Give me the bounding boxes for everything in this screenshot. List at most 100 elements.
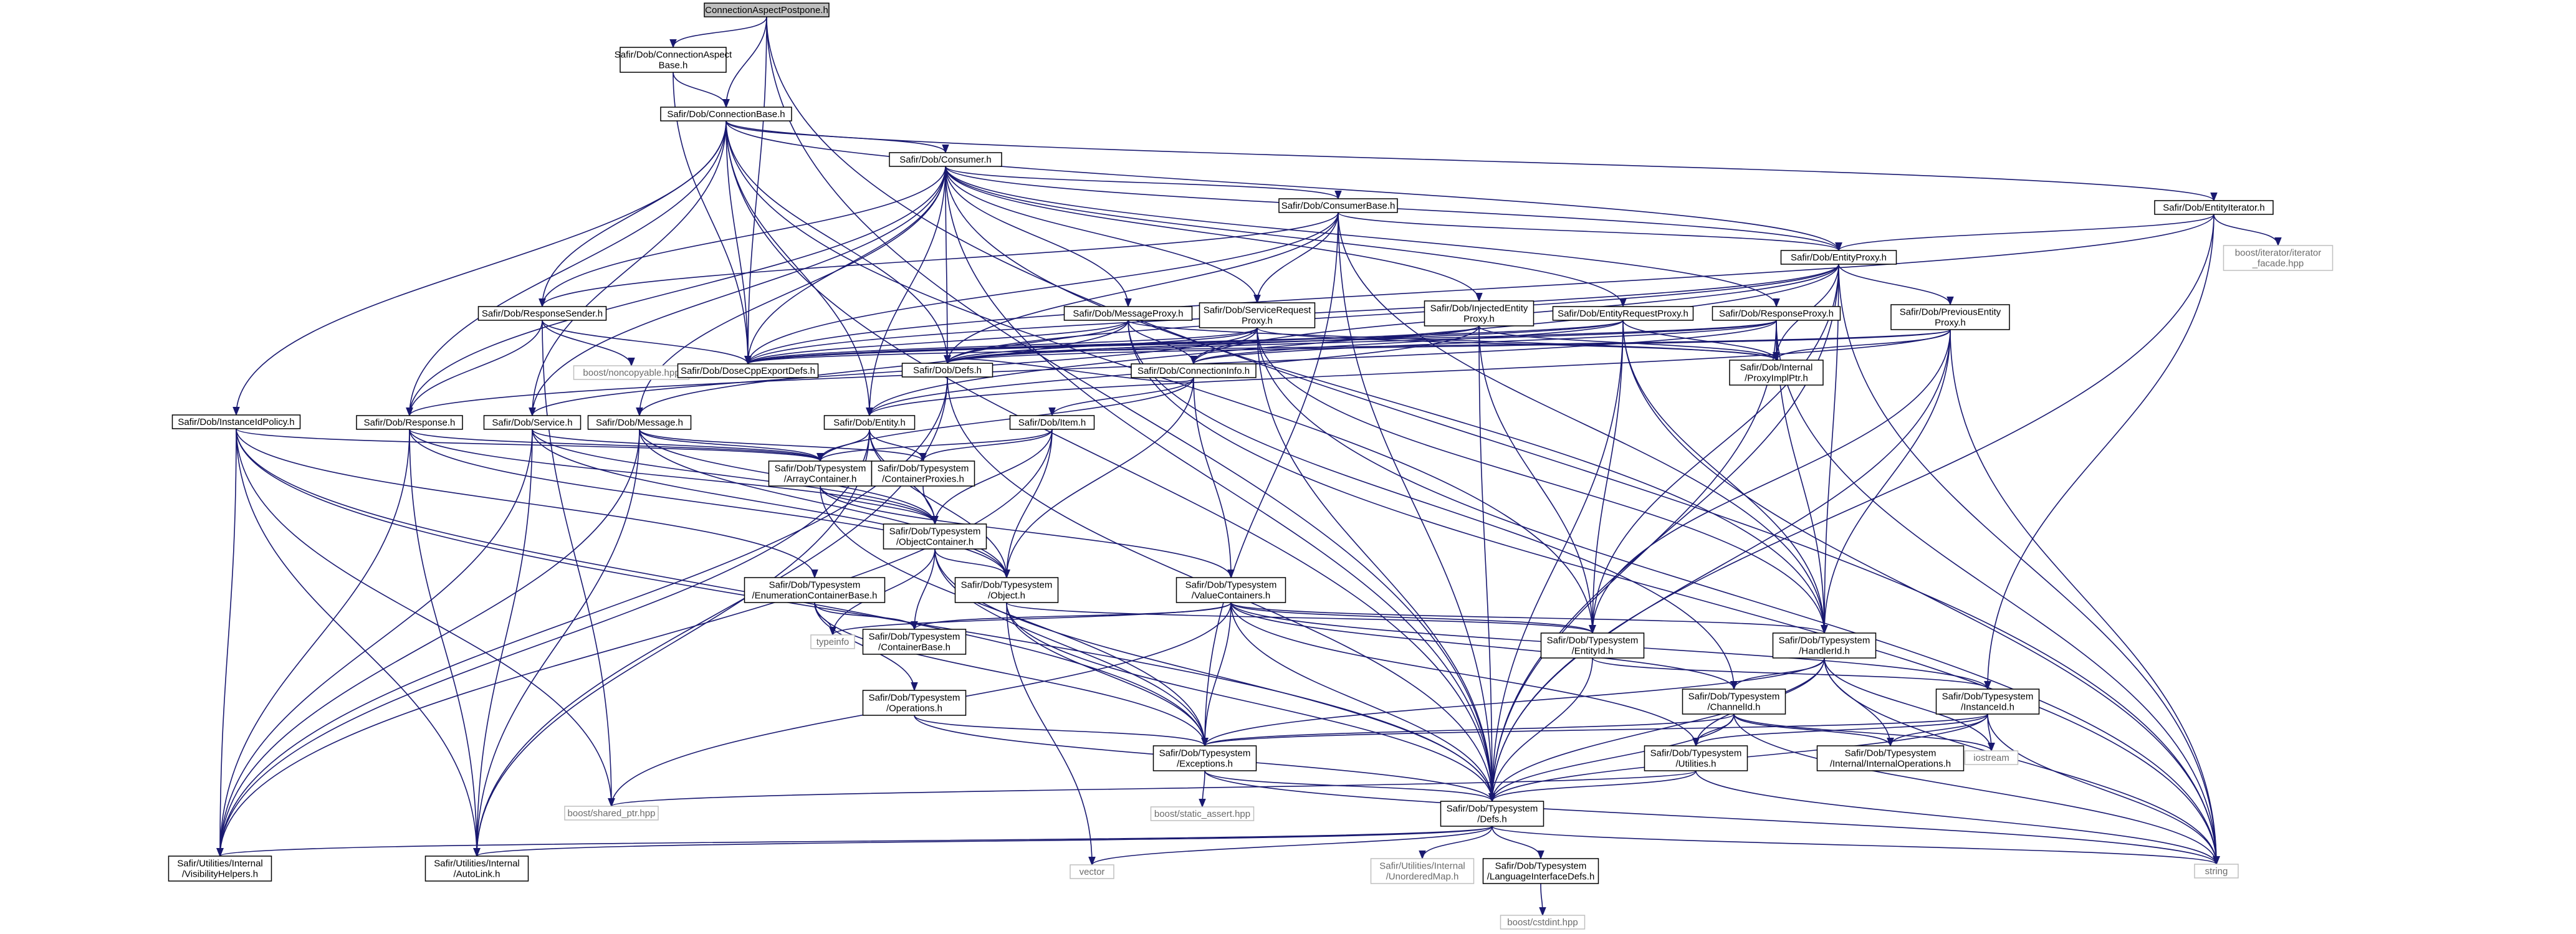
node-msg[interactable]: Safir/Dob/Message.h: [587, 415, 692, 430]
node-box: [2194, 864, 2239, 879]
node-consb[interactable]: Safir/Dob/ConsumerBase.h: [1278, 198, 1398, 213]
node-box: [889, 152, 1002, 167]
node-label: Safir/Dob/Service.h: [492, 417, 572, 428]
node-hid[interactable]: Safir/Dob/Typesystem/HandlerId.h: [1772, 632, 1877, 659]
node-box: [677, 363, 819, 378]
node-cons[interactable]: Safir/Dob/Consumer.h: [889, 152, 1002, 167]
edge-pep-to-ent: [866, 329, 1951, 417]
node-label: Safir/Dob/Typesystem: [889, 527, 981, 537]
node-eit[interactable]: Safir/Dob/EntityIterator.h: [2154, 200, 2274, 215]
node-cp[interactable]: Safir/Dob/Typesystem/ContainerProxies.h: [871, 460, 975, 487]
node-bsa[interactable]: boost/static_assert.hpp: [1150, 806, 1255, 821]
edge-cb-to-eit: [725, 120, 2218, 202]
node-box: [1644, 745, 1748, 771]
node-box: [1152, 745, 1257, 771]
edge-cons-to-resp: [406, 166, 946, 417]
edge-insid-to-exc: [1201, 713, 1988, 747]
edge-srp-to-tsdefs: [1257, 327, 1496, 803]
node-resp[interactable]: Safir/Dob/Response.h: [356, 415, 463, 430]
node-box: [564, 806, 659, 821]
edge-consb-to-hid: [1338, 212, 1828, 634]
edge-pep-to-str: [1950, 329, 2220, 865]
node-eid[interactable]: Safir/Dob/Typesystem/EntityId.h: [1540, 632, 1645, 659]
node-dced[interactable]: Safir/Dob/DoseCppExportDefs.h: [677, 363, 819, 378]
node-box: [1816, 745, 1965, 771]
node-vec[interactable]: vector: [1070, 864, 1114, 879]
node-rs[interactable]: Safir/Dob/ResponseSender.h: [477, 306, 607, 321]
edge-svc-to-oc: [532, 429, 939, 525]
node-label: /Exceptions.h: [1177, 759, 1233, 770]
node-str[interactable]: string: [2194, 864, 2239, 879]
node-rp[interactable]: Safir/Dob/ResponseProxy.h: [1712, 306, 1841, 321]
node-ep[interactable]: Safir/Dob/EntityProxy.h: [1780, 250, 1897, 265]
node-autol[interactable]: Safir/Utilities/Internal/AutoLink.h: [424, 855, 529, 882]
node-box: [483, 415, 582, 430]
node-ecb[interactable]: Safir/Dob/Typesystem/EnumerationContaine…: [744, 577, 886, 603]
edge-erp-to-eid: [1589, 320, 1624, 634]
node-label: Safir/Dob/Response.h: [364, 417, 456, 428]
edge-svc-to-vis: [216, 429, 533, 857]
node-chid[interactable]: Safir/Dob/Typesystem/ChannelId.h: [1682, 689, 1786, 715]
edge-iip-to-ac: [236, 428, 824, 462]
node-tsdefs[interactable]: Safir/Dob/Typesystem/Defs.h: [1440, 801, 1544, 827]
node-lid[interactable]: Safir/Dob/Typesystem/LanguageInterfaceDe…: [1482, 858, 1599, 884]
edge-svc-to-autol: [473, 429, 533, 857]
node-cbase[interactable]: Safir/Dob/Typesystem/ContainerBase.h: [862, 629, 967, 655]
node-bifac[interactable]: boost/iterator/iterator_facade.hpp: [2223, 245, 2334, 271]
node-box: [1540, 632, 1645, 659]
edge-ci-to-vc: [1193, 377, 1235, 579]
node-label: /Internal/InternalOperations.h: [1830, 759, 1951, 770]
node-vc[interactable]: Safir/Dob/Typesystem/ValueContainers.h: [1175, 577, 1286, 603]
edge-hid-to-str: [1824, 657, 2220, 865]
edge-rs-to-bsp: [542, 320, 615, 808]
node-box: [1500, 915, 1586, 930]
node-label: Safir/Dob/Item.h: [1018, 417, 1086, 428]
node-label: Safir/Dob/Typesystem: [1942, 692, 2034, 702]
node-ops[interactable]: Safir/Dob/Typesystem/Operations.h: [862, 690, 967, 716]
edge-eit-to-dced: [744, 214, 2214, 365]
edge-item-to-obj: [1003, 429, 1053, 579]
node-exc[interactable]: Safir/Dob/Typesystem/Exceptions.h: [1152, 745, 1257, 771]
node-root[interactable]: ConnectionAspectPostpone.h: [704, 2, 830, 17]
node-intops[interactable]: Safir/Dob/Typesystem/Internal/InternalOp…: [1816, 745, 1965, 771]
node-item[interactable]: Safir/Dob/Item.h: [1009, 415, 1095, 430]
edge-cb-to-ent: [725, 120, 873, 417]
node-label: Safir/Dob/Typesystem: [775, 464, 866, 474]
node-cb[interactable]: Safir/Dob/ConnectionBase.h: [660, 107, 792, 122]
node-oc[interactable]: Safir/Dob/Typesystem/ObjectContainer.h: [883, 523, 987, 550]
node-ent[interactable]: Safir/Dob/Entity.h: [823, 415, 916, 430]
edge-cons-to-svc: [529, 166, 946, 417]
node-bsp[interactable]: boost/shared_ptr.hpp: [564, 806, 659, 821]
node-ios[interactable]: iostream: [1964, 750, 2019, 765]
node-mp[interactable]: Safir/Dob/MessageProxy.h: [1063, 306, 1193, 321]
node-ci[interactable]: Safir/Dob/ConnectionInfo.h: [1131, 363, 1257, 378]
node-erp[interactable]: Safir/Dob/EntityRequestProxy.h: [1552, 306, 1694, 321]
node-bcs[interactable]: boost/cstdint.hpp: [1500, 915, 1586, 930]
node-pip[interactable]: Safir/Dob/Internal/ProxyImplPtr.h: [1729, 360, 1824, 386]
node-obj[interactable]: Safir/Dob/Typesystem/Object.h: [954, 577, 1059, 603]
edge-erp-to-dced: [744, 320, 1624, 365]
node-ti[interactable]: typeinfo: [810, 634, 855, 649]
edge-root-to-str: [766, 16, 2220, 865]
node-box: [862, 690, 967, 716]
node-box: [901, 363, 994, 378]
node-umap[interactable]: Safir/Utilities/Internal/UnorderedMap.h: [1370, 858, 1475, 884]
node-insid[interactable]: Safir/Dob/Typesystem/InstanceId.h: [1935, 689, 2040, 715]
node-ac[interactable]: Safir/Dob/Typesystem/ArrayContainer.h: [768, 460, 873, 487]
edge-rp-to-ddefs: [944, 320, 1777, 365]
node-box: [1729, 360, 1824, 386]
node-svc[interactable]: Safir/Dob/Service.h: [483, 415, 582, 430]
node-bnc[interactable]: boost/noncopyable.hpp: [573, 365, 690, 380]
node-label: Proxy.h: [1935, 318, 1966, 328]
node-util[interactable]: Safir/Dob/Typesystem/Utilities.h: [1644, 745, 1748, 771]
node-vis[interactable]: Safir/Utilities/Internal/VisibilityHelpe…: [168, 855, 272, 882]
node-label: Safir/Dob/Typesystem: [1779, 636, 1870, 646]
node-iip[interactable]: Safir/Dob/InstanceIdPolicy.h: [171, 414, 301, 429]
node-label: Safir/Dob/Typesystem: [1845, 748, 1937, 759]
edge-tsdefs-to-str: [1491, 826, 2220, 865]
node-ddefs[interactable]: Safir/Dob/Defs.h: [901, 363, 994, 378]
